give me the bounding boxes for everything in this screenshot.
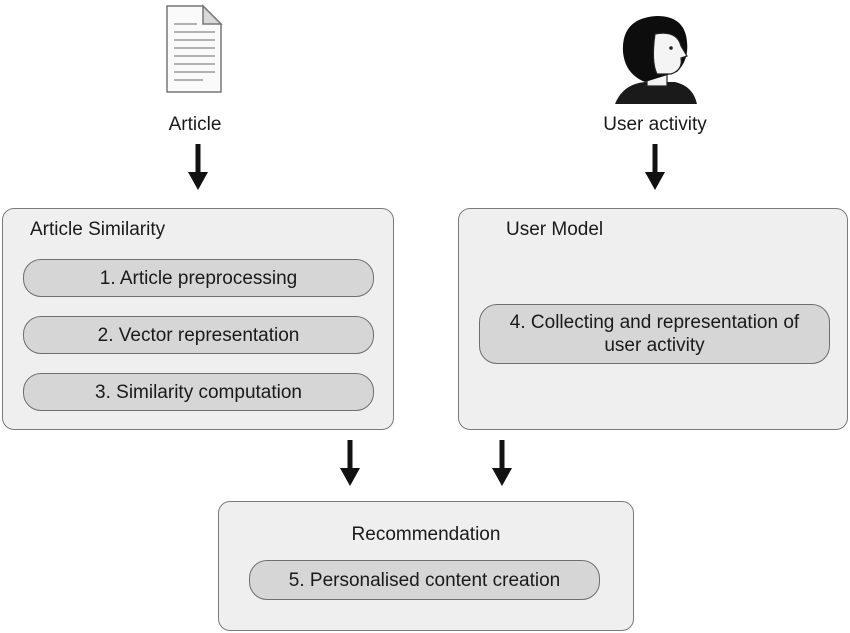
article-label: Article <box>168 114 222 135</box>
user-head-icon <box>615 16 697 104</box>
recommendation-title: Recommendation <box>351 524 501 545</box>
document-icon <box>166 4 223 93</box>
user-model-title: User Model <box>506 219 604 240</box>
user-model-panel: User Model 4. Collecting and representat… <box>458 208 848 430</box>
article-input: Article <box>150 0 240 140</box>
user-activity-input: User activity <box>575 0 735 140</box>
step-similarity-computation: 3. Similarity computation <box>23 373 374 411</box>
step-article-preprocessing: 1. Article preprocessing <box>23 259 374 297</box>
step-personalised-content-creation: 5. Personalised content creation <box>249 560 600 600</box>
step-collecting-user-activity: 4. Collecting and representation of user… <box>479 304 830 364</box>
user-activity-label: User activity <box>603 114 707 135</box>
arrow-user-model-to-recommendation <box>492 440 512 486</box>
recommendation-panel: Recommendation 5. Personalised content c… <box>218 501 634 631</box>
arrow-similarity-to-recommendation <box>340 440 360 486</box>
arrow-article-to-similarity <box>188 144 208 190</box>
article-similarity-panel: Article Similarity 1. Article preprocess… <box>2 208 394 430</box>
step-vector-representation: 2. Vector representation <box>23 316 374 354</box>
arrow-user-activity-to-model <box>645 144 665 190</box>
article-similarity-title: Article Similarity <box>30 219 166 240</box>
